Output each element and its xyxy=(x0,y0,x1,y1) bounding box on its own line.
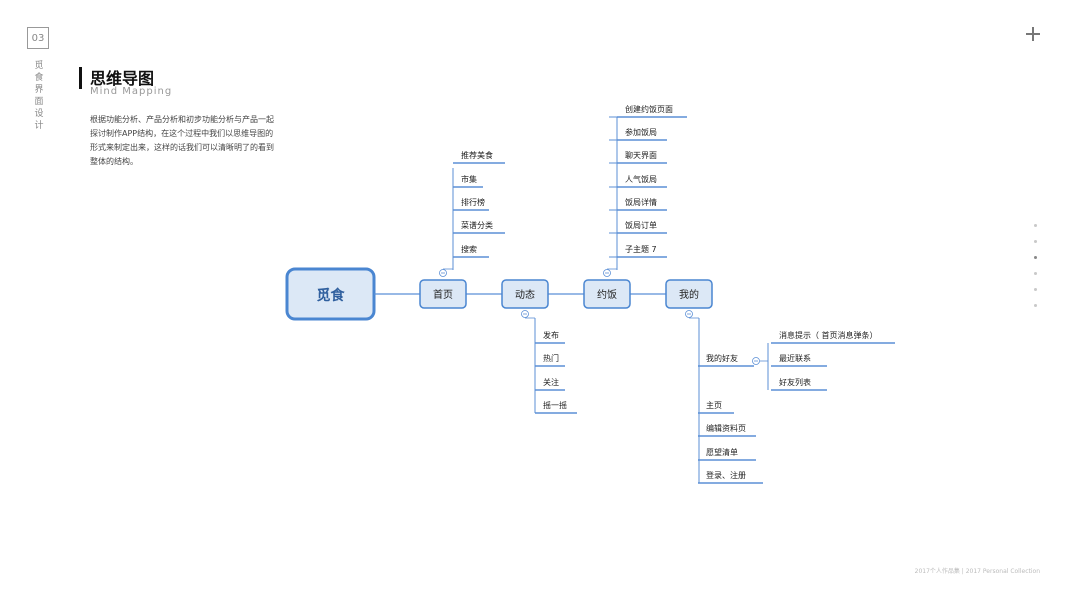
pagination-dots[interactable] xyxy=(1034,224,1038,320)
page-title: 思维导图 xyxy=(90,69,155,88)
page-description: 根据功能分析、产品分析和初步功能分析与产品一起探讨制作APP结构，在这个过程中我… xyxy=(90,115,274,166)
dinner-child-label: 创建约饭页面 xyxy=(625,104,673,114)
dinner-child-label: 参加饭局 xyxy=(625,127,657,137)
section-side-label: 觅食界面设计 xyxy=(34,61,44,131)
home-child-label: 菜谱分类 xyxy=(461,220,493,230)
home-child-label: 搜索 xyxy=(461,244,477,254)
home-child-label: 市集 xyxy=(461,174,477,184)
dynamic-child-label: 关注 xyxy=(543,377,559,387)
main-node-label: 动态 xyxy=(515,288,535,301)
pagination-dot-active[interactable] xyxy=(1034,256,1037,259)
home-child-label: 推荐美食 xyxy=(461,150,493,160)
mine-child-label: 登录、注册 xyxy=(706,470,746,480)
page-subtitle: Mind Mapping xyxy=(90,86,173,97)
plus-icon[interactable] xyxy=(1026,27,1040,41)
main-node xyxy=(501,279,549,309)
pagination-dot[interactable] xyxy=(1034,288,1037,291)
page-number: 03 xyxy=(27,27,49,49)
dinner-child-label: 子主题 7 xyxy=(625,244,657,254)
dinner-child-label: 饭局详情 xyxy=(625,197,657,207)
dynamic-child-label: 发布 xyxy=(543,330,559,340)
pagination-dot[interactable] xyxy=(1034,224,1037,227)
title-accent-bar xyxy=(79,67,82,89)
friends-child-label: 消息提示（ 首页消息弹条） xyxy=(779,330,878,340)
pagination-dot[interactable] xyxy=(1034,304,1037,307)
friends-child-label: 最近联系 xyxy=(779,353,811,363)
pagination-dot[interactable] xyxy=(1034,272,1037,275)
dinner-child-label: 聊天界面 xyxy=(625,151,657,160)
main-node xyxy=(583,279,631,309)
home-child-label: 排行榜 xyxy=(461,197,485,207)
mine-child-label: 愿望清单 xyxy=(706,447,738,457)
pagination-dot[interactable] xyxy=(1034,240,1037,243)
dinner-child-label: 人气饭局 xyxy=(625,174,657,184)
dynamic-child-label: 摇一摇 xyxy=(543,400,567,410)
main-node xyxy=(665,279,713,309)
main-node-label: 首页 xyxy=(433,288,453,301)
footer-credit: 2017个人作品集 | 2017 Personal Collection xyxy=(914,568,1040,575)
mine-child-label: 主页 xyxy=(706,400,722,410)
main-node-label: 约饭 xyxy=(597,288,617,301)
mine-child-label: 我的好友 xyxy=(706,353,738,363)
main-node xyxy=(419,279,467,309)
friends-child-label: 好友列表 xyxy=(779,377,811,387)
dinner-child-label: 饭局订单 xyxy=(625,220,657,230)
main-node-label: 我的 xyxy=(679,288,699,301)
mine-child-label: 编辑资料页 xyxy=(706,423,746,433)
dynamic-child-label: 热门 xyxy=(543,353,559,363)
root-node-label: 觅食 xyxy=(317,287,346,304)
